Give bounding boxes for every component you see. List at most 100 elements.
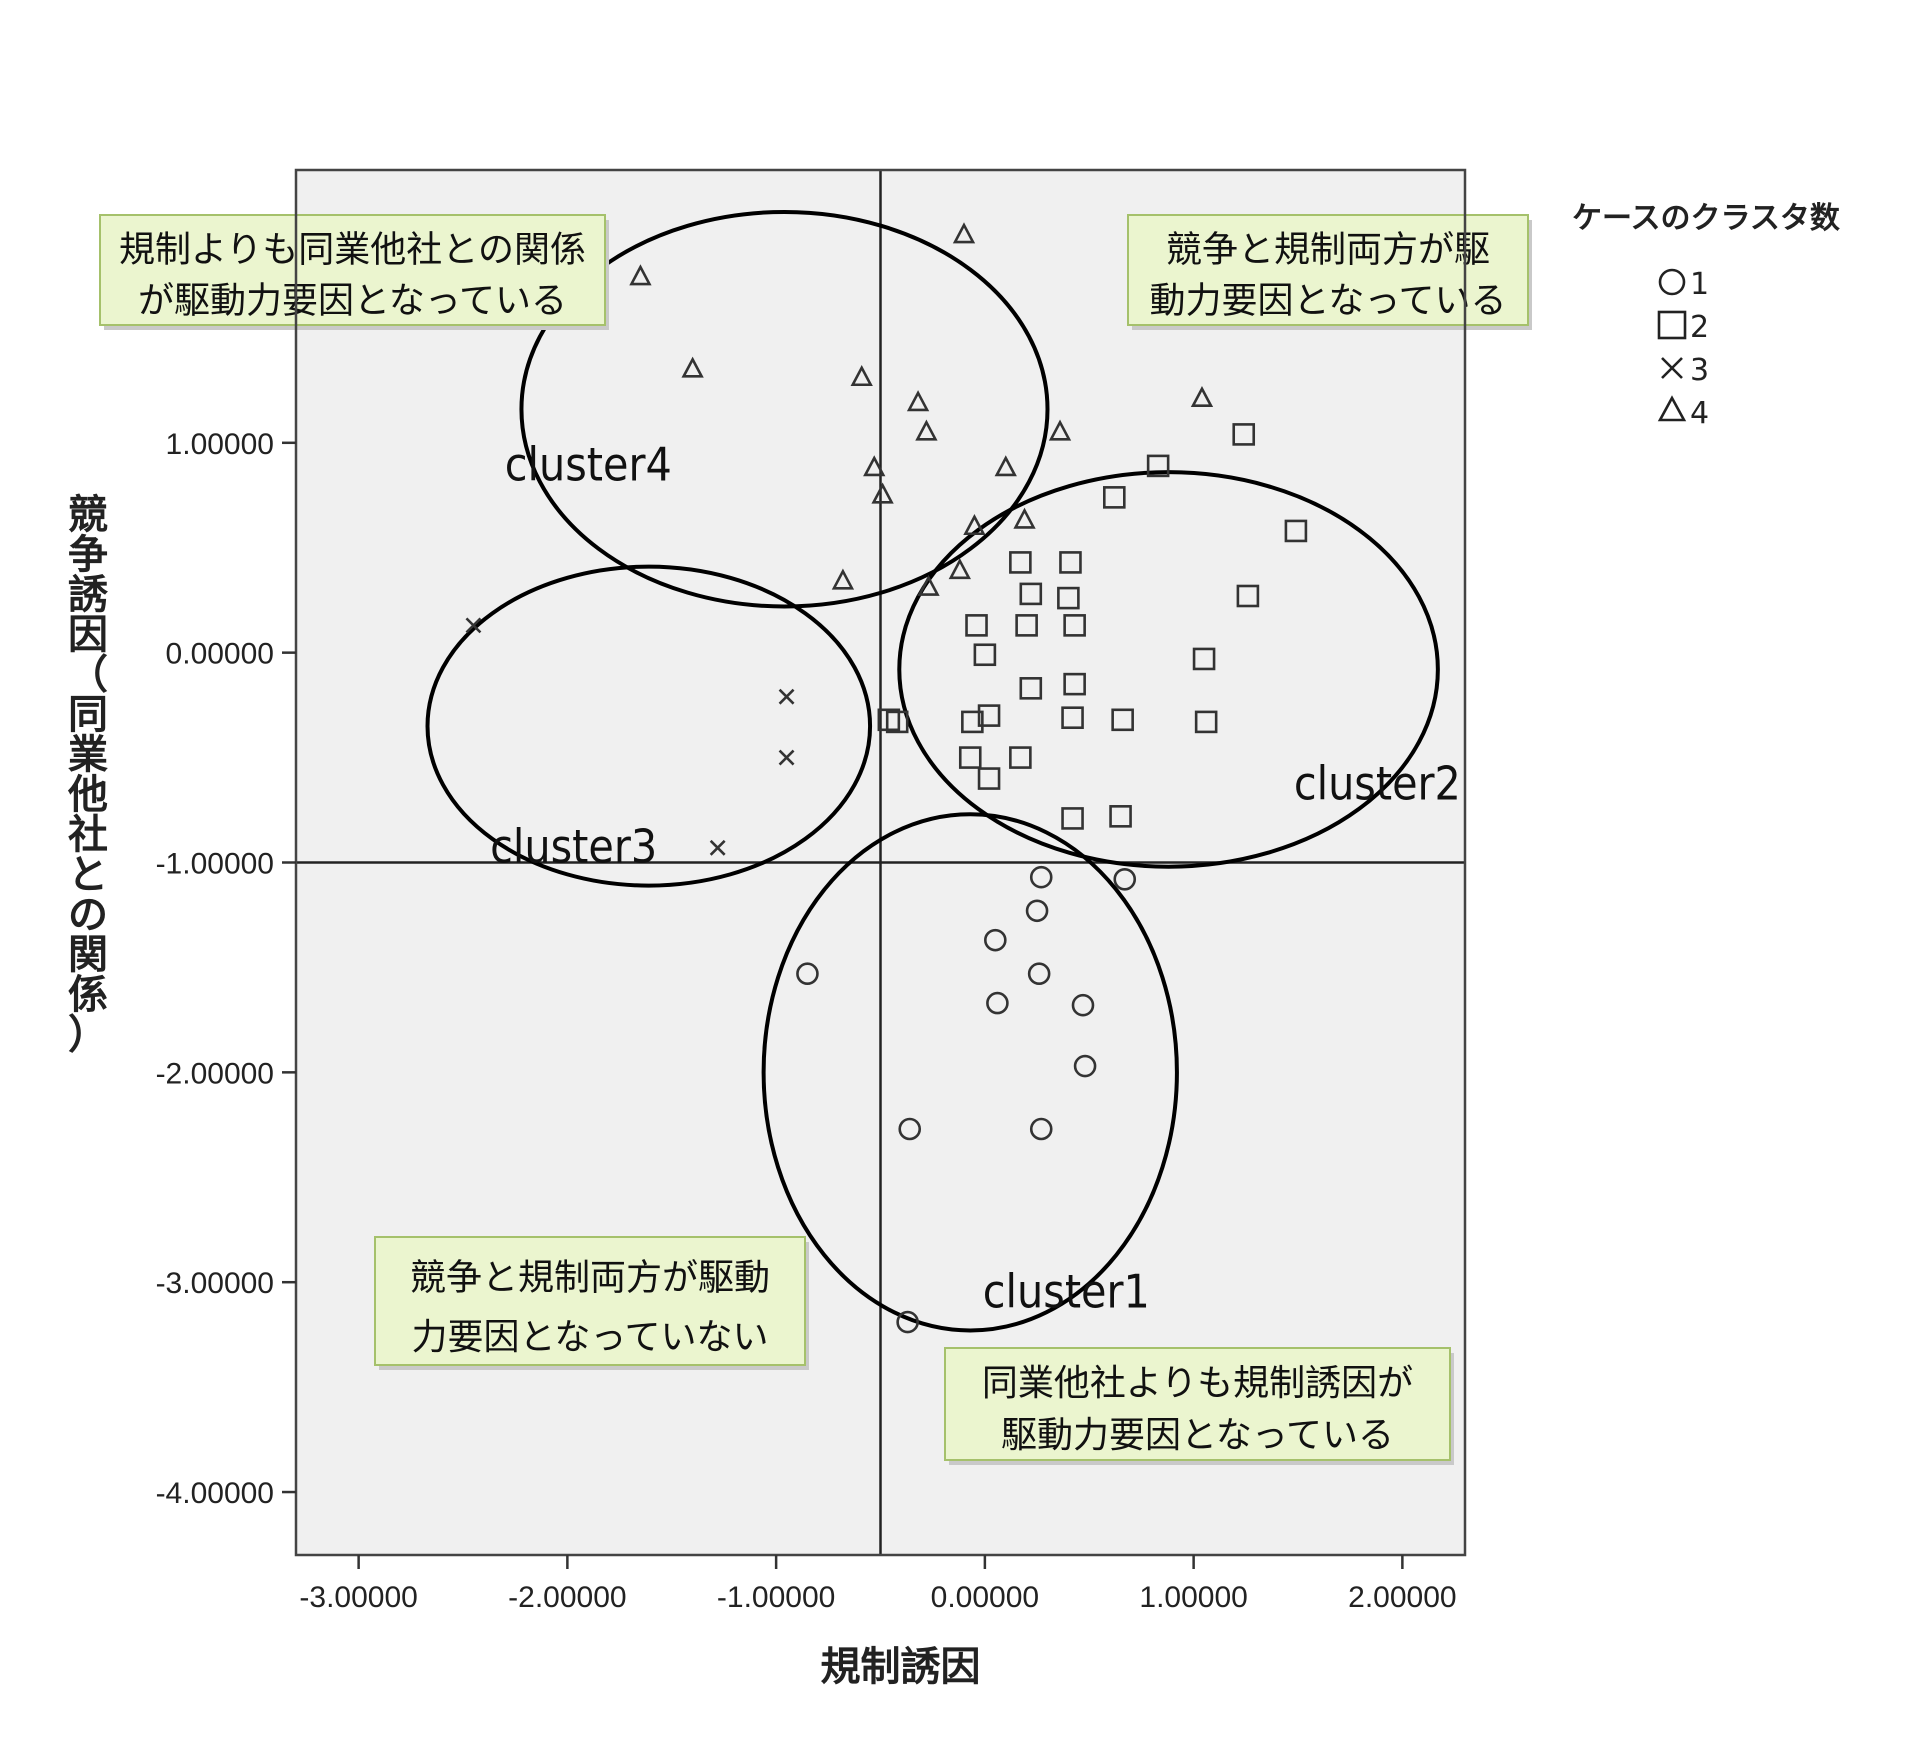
x-axis-title: 規制誘因 [821, 1644, 981, 1690]
cluster-4-point [1048, 419, 1072, 441]
legend-title: ケースのクラスタ数 [1572, 201, 1841, 236]
cluster-4-point [1190, 385, 1214, 408]
cluster-2-point [977, 767, 1001, 790]
cluster-1-point [1025, 899, 1049, 923]
cluster-3-point [465, 617, 482, 634]
cluster-2-point [1009, 746, 1032, 769]
cluster3-label: cluster3 [490, 820, 657, 874]
y-tick-label: 1.00000 [166, 428, 274, 461]
cluster-2-point [1019, 677, 1043, 700]
legend-x-icon [1661, 357, 1683, 379]
cluster-2-point [1111, 708, 1134, 732]
y-axis-title-char: 競 [68, 492, 108, 538]
y-axis-title-char: 誘 [68, 572, 108, 618]
cluster-2-point [961, 710, 984, 734]
legend: ケースのクラスタ数 1 2 3 4 [1572, 201, 1841, 431]
cluster-4-point [952, 222, 976, 244]
note-text-line: 動力要因となっている [1149, 281, 1506, 322]
cluster-4-point [906, 390, 930, 412]
legend-circle-icon [1658, 268, 1686, 296]
cluster-2-point [1061, 706, 1084, 730]
legend-label: 3 [1690, 353, 1709, 388]
cluster4-ellipse [519, 209, 1050, 609]
y-axis-title-char: の [68, 892, 108, 938]
legend-label: 1 [1690, 267, 1709, 302]
y-axis-title-char: 他 [67, 772, 108, 818]
x-tick-label: 1.00000 [1139, 1581, 1247, 1614]
y-axis-title-char: 関 [68, 932, 108, 978]
cluster-2-point [1194, 710, 1218, 734]
cluster-1-point [986, 991, 1009, 1015]
legend-square-icon [1657, 310, 1687, 340]
note-text-line: 同業他社よりも規制誘因が [982, 1363, 1413, 1404]
cluster-1-point [1027, 962, 1051, 986]
cluster-1-point [898, 1117, 922, 1141]
y-tick-label: -2.00000 [156, 1057, 274, 1090]
cluster-2-point [1015, 614, 1038, 637]
cluster-1-point [1029, 865, 1053, 889]
cluster-2-point [1236, 584, 1260, 608]
cluster-2-point [1103, 486, 1126, 509]
cluster-2-point [885, 710, 909, 734]
y-tick-label: -4.00000 [156, 1477, 274, 1510]
y-axis-title-char: と [68, 852, 108, 898]
cluster-4-point [917, 574, 940, 596]
y-axis-title-char: ） [68, 1012, 108, 1058]
cluster-2-point [1284, 519, 1308, 543]
cluster-2-point [1192, 647, 1216, 671]
legend-label: 4 [1690, 396, 1709, 431]
reference-lines [296, 170, 1465, 1555]
note-text-line: 競争と規制両方が駆 [1166, 229, 1490, 270]
cluster-2-point [1061, 807, 1084, 830]
cluster-2-point [1109, 805, 1132, 828]
y-tick-label: -1.00000 [156, 848, 274, 881]
y-axis-title-char: 社 [68, 812, 108, 858]
cluster4-label: cluster4 [505, 438, 672, 492]
note-text-line: 力要因となっていない [411, 1317, 768, 1358]
cluster1-label: cluster1 [983, 1264, 1150, 1318]
cluster-2-point [1063, 672, 1086, 696]
cluster-2-point [877, 708, 901, 732]
cluster-1-point [796, 962, 819, 986]
cluster-4-point [963, 513, 986, 536]
note-text-line: 規制よりも同業他社との関係 [119, 229, 586, 270]
cluster-3-point [778, 688, 795, 705]
y-axis-title-char: 係 [68, 972, 108, 1018]
x-tick-label: 0.00000 [931, 1581, 1039, 1614]
note-box-top-right [1127, 214, 1529, 326]
cluster-labels: cluster4 cluster3 cluster2 cluster1 [490, 438, 1461, 1319]
data-points [465, 222, 1308, 1334]
legend-triangle-icon [1657, 395, 1687, 422]
cluster-2-point [1059, 551, 1082, 574]
y-axis-title: 競争誘因（同業他社との関係） [67, 492, 108, 1058]
cluster-1-point [1113, 867, 1137, 891]
cluster-4-point [871, 482, 894, 504]
cluster-2-point [973, 643, 997, 667]
y-axis-title-char: 同 [68, 692, 108, 738]
note-text-line: 駆動力要因となっている [1001, 1415, 1394, 1456]
cluster-2-point [965, 614, 988, 637]
cluster-4-point [681, 356, 704, 378]
note-box-bottom-right [944, 1347, 1451, 1461]
cluster-1-point [896, 1310, 919, 1334]
cluster2-label: cluster2 [1294, 757, 1461, 811]
legend-label: 2 [1690, 310, 1709, 345]
y-axis-title-char: 業 [68, 732, 108, 778]
cluster-2-point [958, 746, 982, 769]
x-tick-label: -2.00000 [508, 1581, 626, 1614]
x-tick-label: 2.00000 [1348, 1581, 1456, 1614]
cluster-1-point [1073, 1054, 1097, 1078]
cluster-2-point [1232, 423, 1256, 446]
cluster-3-point [778, 749, 795, 766]
cluster-4-point [1013, 507, 1036, 529]
cluster-2-point [1057, 586, 1080, 610]
cluster-4-point [994, 455, 1017, 477]
y-axis-title-char: 因 [68, 612, 108, 658]
y-tick-label: 0.00000 [166, 638, 274, 671]
cluster-2-point [1146, 454, 1170, 478]
cluster-1-point [1071, 993, 1095, 1017]
cluster-3-point [709, 839, 726, 856]
x-tick-label: -1.00000 [717, 1581, 835, 1614]
